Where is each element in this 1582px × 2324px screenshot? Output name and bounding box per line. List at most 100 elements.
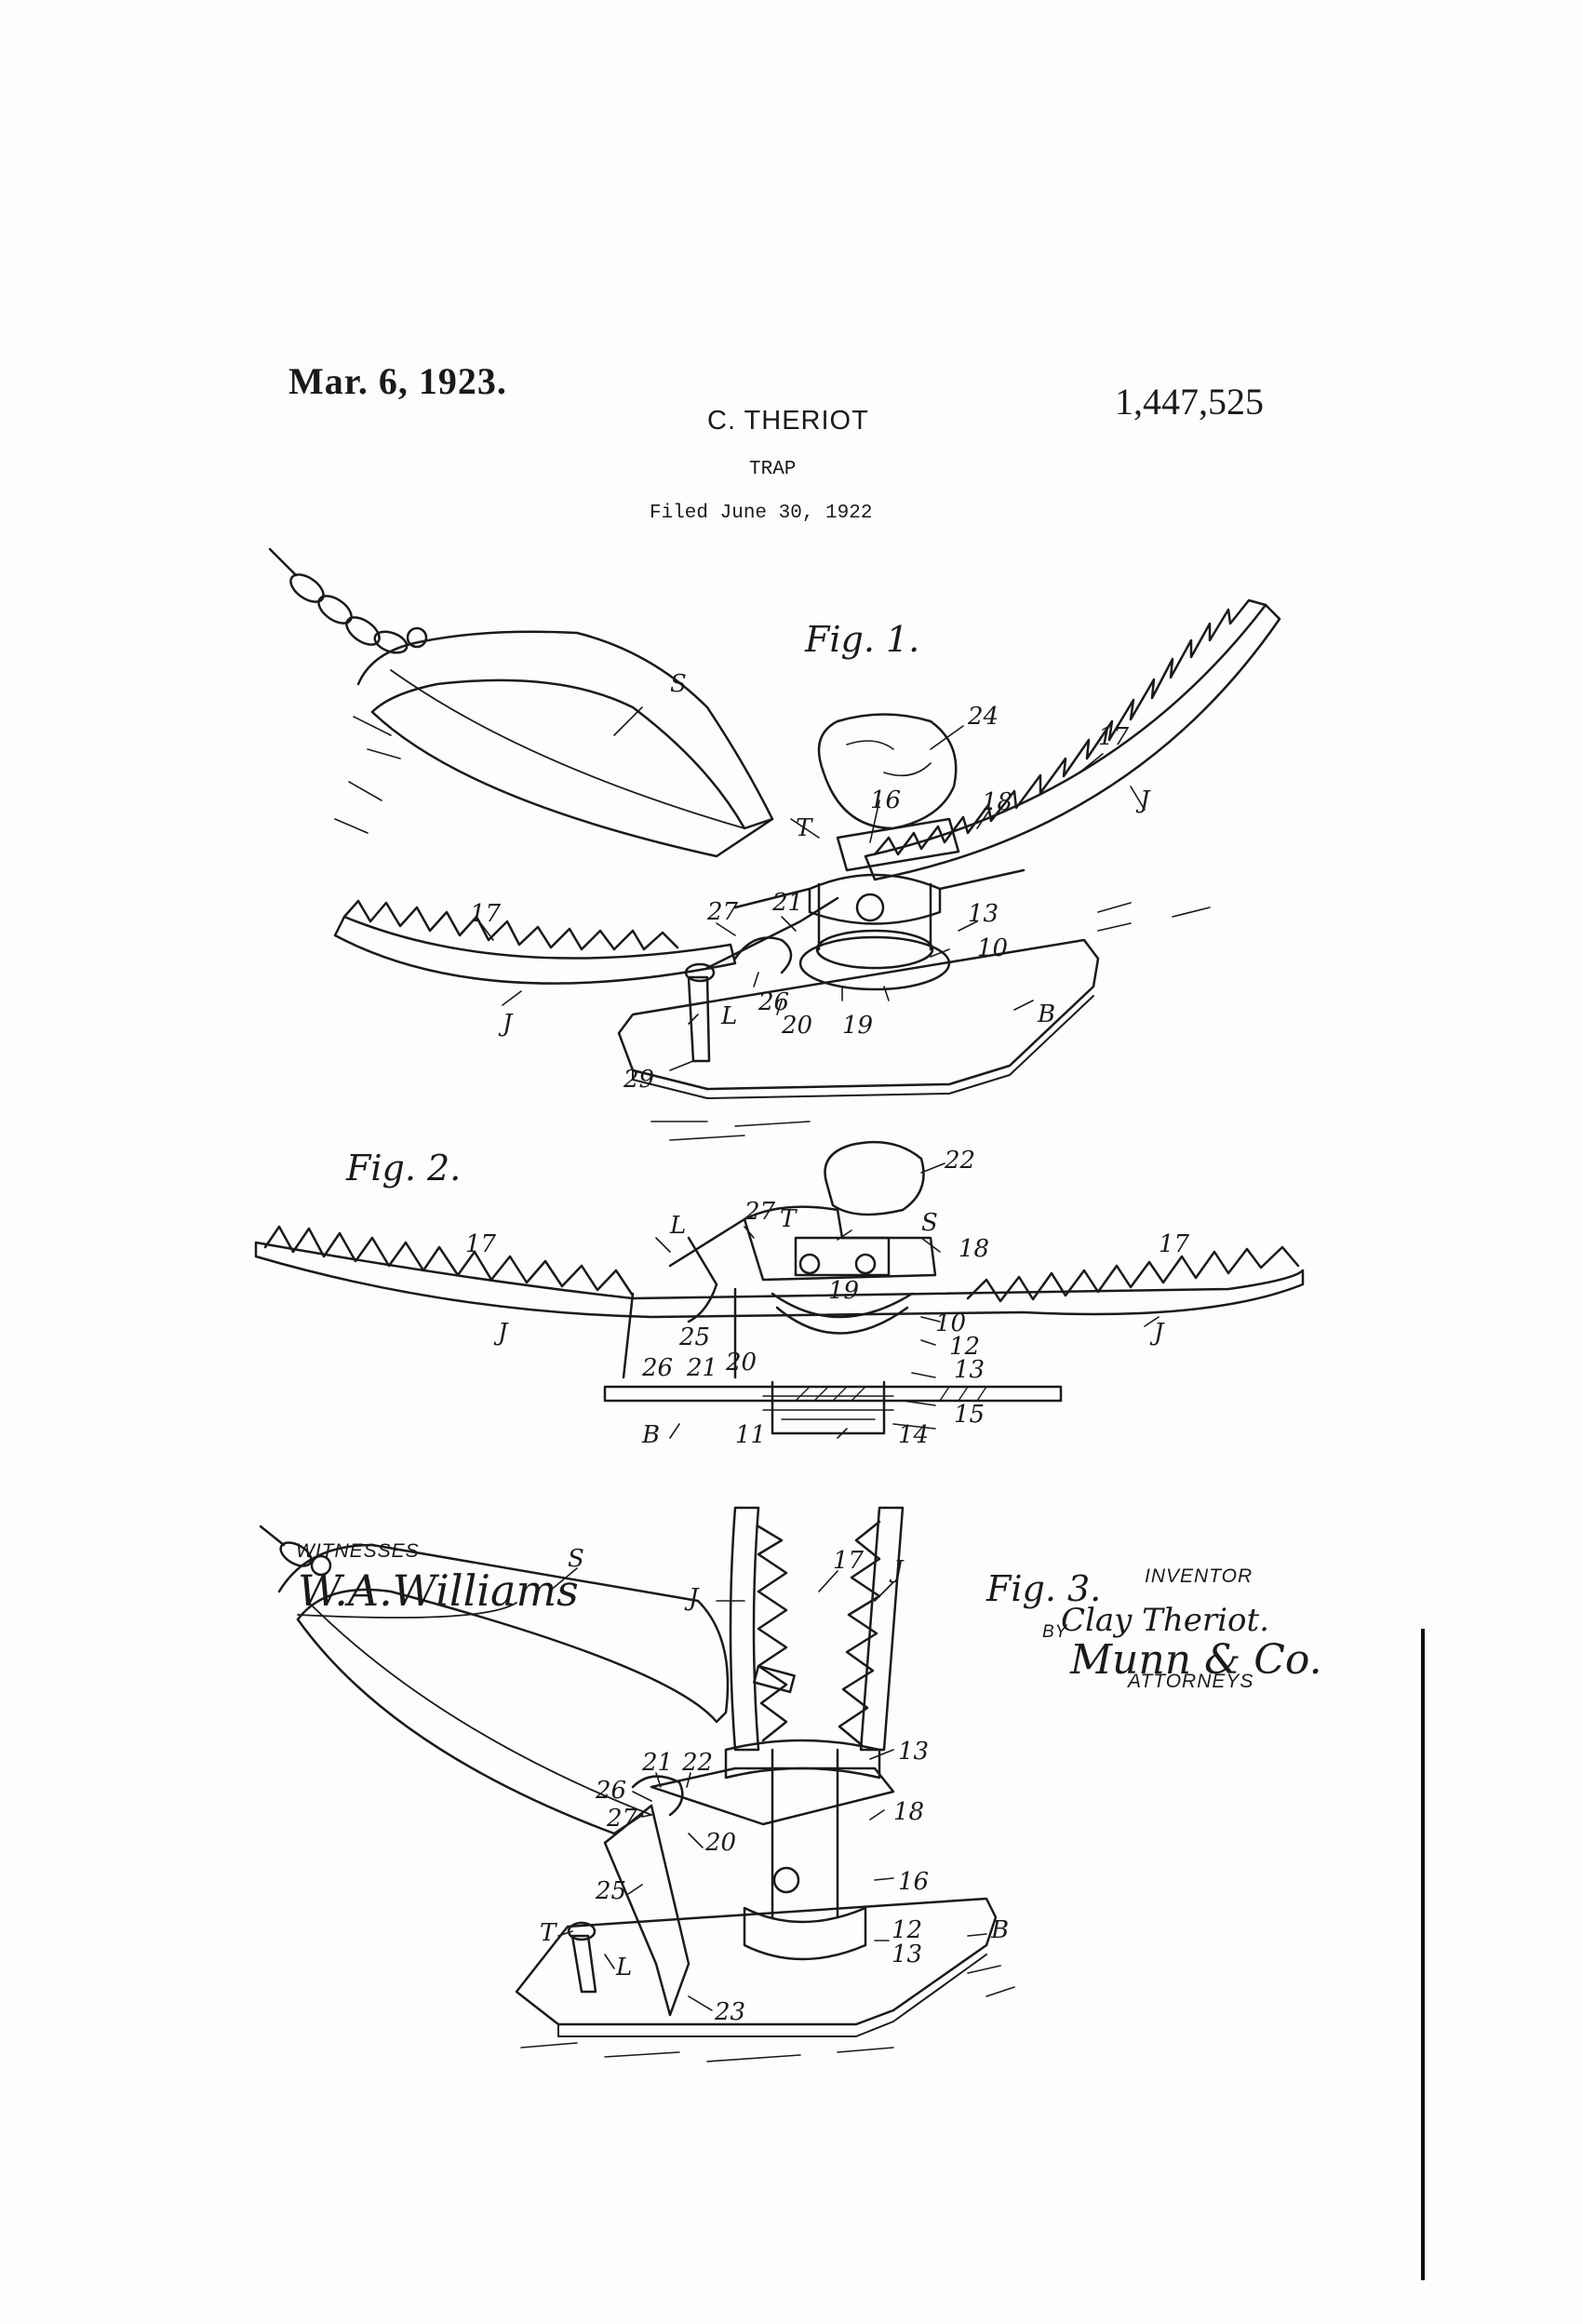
scan-edge-bar: [1421, 1629, 1425, 2280]
fig1-ref-t: T: [796, 814, 813, 842]
attorney-signature: Munn & Co.: [1069, 1636, 1322, 1684]
bait-fig1: [817, 713, 958, 830]
jaws-teeth-left-fig2: [263, 1225, 635, 1297]
fig2-ref-15: 15: [954, 1401, 985, 1429]
fig2-ref-19: 19: [828, 1277, 859, 1305]
fig1-ref-21: 21: [771, 889, 803, 917]
fig2-ref-14: 14: [898, 1421, 929, 1449]
figure-2-label: Fig. 2.: [345, 1148, 461, 1189]
fig2-ref-13: 13: [954, 1356, 985, 1384]
chain-fig1: [268, 547, 428, 654]
fig2-ref-t: T: [780, 1205, 798, 1233]
chain-fig3: [259, 1525, 332, 1577]
fig1-ref-j-right: J: [1135, 786, 1151, 814]
patent-title: TRAP: [749, 459, 797, 480]
fig3-ref-22: 22: [681, 1749, 713, 1777]
fig2-ref-17a: 17: [465, 1230, 497, 1258]
fig3-ref-16: 16: [898, 1868, 929, 1896]
fig3-ref-18: 18: [893, 1798, 924, 1826]
fig2-ref-l: L: [669, 1212, 686, 1240]
jaw-right-teeth-fig1: [873, 598, 1267, 856]
inventor-label: INVENTOR: [1145, 1565, 1254, 1587]
fig1-ref-s: S: [670, 670, 687, 698]
fig3-ref-20: 20: [704, 1829, 736, 1857]
fig3-ref-21: 21: [641, 1749, 673, 1777]
by-label: BY: [1042, 1622, 1068, 1642]
fig1-ref-18: 18: [982, 788, 1012, 816]
spring-fig3: [277, 1543, 730, 1724]
filed-date: Filed June 30, 1922: [650, 503, 873, 524]
fig3-ref-23: 23: [714, 1998, 745, 2026]
fig1-ref-17a: 17: [470, 900, 502, 928]
fig3-ref-s: S: [568, 1545, 584, 1573]
figure-3: Fig. 3.: [259, 1506, 1101, 2062]
bait-fig2: [824, 1140, 925, 1216]
jaws-fig3: [729, 1506, 760, 1752]
fig2-ref-25: 25: [678, 1323, 710, 1351]
fig2-ref-17b: 17: [1159, 1230, 1190, 1258]
witness-signature-underline: [297, 1602, 517, 1619]
fig3-ref-13: 13: [898, 1738, 929, 1766]
fig2-ref-12: 12: [949, 1333, 980, 1361]
fig1-ref-26: 26: [757, 988, 789, 1016]
fig1-ref-13: 13: [968, 900, 999, 928]
fig1-ref-17b: 17: [1098, 723, 1130, 751]
fig2-ref-11: 11: [735, 1421, 766, 1449]
fig2-ref-18: 18: [959, 1235, 989, 1263]
fig3-ref-26: 26: [595, 1777, 626, 1805]
fig1-ref-20: 20: [781, 1012, 812, 1040]
fig3-ref-b: B: [990, 1916, 1009, 1944]
fig3-ref-25: 25: [595, 1877, 626, 1905]
attorneys-label: ATTORNEYS: [1128, 1671, 1254, 1692]
witnesses-label: WITNESSES: [296, 1540, 420, 1562]
fig1-ref-24: 24: [967, 703, 999, 731]
lever-fig3: [570, 1934, 597, 1994]
fig3-ref-j-left: J: [684, 1584, 700, 1612]
fig2-ref-b: B: [641, 1421, 660, 1449]
base-fig3: [515, 1897, 998, 2026]
jaws-fig2: [254, 1241, 1305, 1319]
fig2-ref-27: 27: [744, 1198, 776, 1226]
patent-date: Mar. 6, 1923.: [288, 360, 507, 402]
jaw-right-fig1: [864, 603, 1281, 881]
figure-3-label: Fig. 3.: [985, 1568, 1101, 1609]
fig2-ref-21: 21: [686, 1354, 717, 1382]
lever-fig1: [687, 975, 711, 1063]
fig3-ref-27: 27: [606, 1805, 638, 1833]
base-fig2: [603, 1385, 1063, 1403]
fig3-ref-j-right: J: [889, 1556, 905, 1584]
fig1-ref-19: 19: [842, 1012, 873, 1040]
pan-fig1: [798, 935, 951, 991]
fig3-ref-t: T: [540, 1919, 557, 1947]
fig2-ref-s: S: [921, 1209, 938, 1237]
figure-1: Fig. 1.: [268, 547, 1281, 1141]
fig1-ref-j-left: J: [498, 1010, 514, 1038]
fig3-ref-12: 12: [892, 1916, 922, 1944]
witness-signature: W.A.Williams: [298, 1565, 579, 1616]
jaws-teeth-right-fig2: [966, 1245, 1300, 1303]
inventor-name: C. THERIOT: [707, 406, 869, 436]
fig2-ref-26: 26: [641, 1354, 673, 1382]
spring-fig1: [356, 630, 774, 830]
fig2-ref-j-left: J: [493, 1319, 509, 1347]
jaw-left-teeth-fig1: [342, 899, 679, 951]
fig2-ref-20: 20: [725, 1349, 757, 1377]
base-plate-fig1: [617, 938, 1100, 1091]
patent-number: 1,447,525: [1115, 381, 1264, 423]
fig3-ref-l: L: [615, 1954, 632, 1981]
fig1-ref-b: B: [1037, 1001, 1055, 1028]
fig2-ref-j-right: J: [1149, 1319, 1165, 1347]
jaws-teeth-fig3: [757, 1525, 788, 1742]
figure-2: Fig. 2. 22 L: [254, 1140, 1305, 1449]
jaw-left-fig1: [333, 915, 737, 985]
fig2-ref-22: 22: [944, 1147, 975, 1175]
fig1-ref-29: 29: [623, 1066, 654, 1094]
figure-1-label: Fig. 1.: [804, 619, 919, 660]
inventor-signature: Clay Theriot.: [1061, 1602, 1269, 1639]
fig3-ref-13b: 13: [892, 1941, 922, 1968]
fig1-ref-10: 10: [977, 934, 1008, 962]
fig2-ref-10: 10: [935, 1310, 966, 1337]
fig1-ref-l: L: [720, 1002, 737, 1030]
fig3-ref-17: 17: [833, 1547, 865, 1575]
